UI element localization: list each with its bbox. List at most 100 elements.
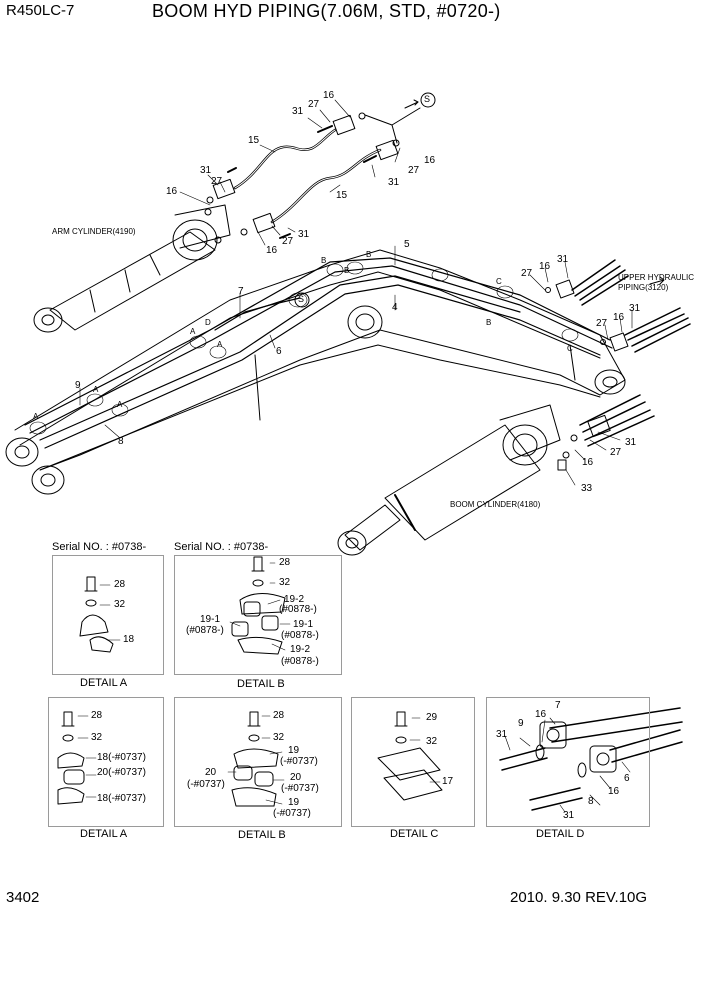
- d1a-18: 18: [123, 634, 135, 645]
- detail-b2-drawing: [227, 711, 285, 807]
- revision-date: 2010. 9.30 REV.10G: [510, 889, 648, 906]
- part-4: 4: [392, 302, 398, 313]
- part-31a: 31: [292, 106, 304, 117]
- d1b-19-1-left: 19-1: [200, 614, 221, 625]
- d2d-9: 9: [518, 718, 524, 729]
- d2b-20-right: 20: [290, 772, 302, 783]
- part-8: 8: [118, 436, 124, 447]
- part-31e: 31: [557, 254, 569, 265]
- d1b-19-2-bottom: 19-2: [290, 644, 311, 655]
- upper-right-fittings: [545, 259, 691, 353]
- boom-pipes: [24, 257, 613, 449]
- d2d-31: 31: [496, 729, 508, 740]
- d2d-6: 6: [624, 773, 630, 784]
- detail-b1-drawing: [229, 556, 291, 655]
- part-16f: 16: [613, 312, 625, 323]
- section-c-1: C: [496, 277, 502, 286]
- detail-frame-c: [351, 697, 475, 827]
- d1b-19-1-right-serial: (#0878-): [281, 630, 319, 641]
- section-b-2: B: [344, 266, 350, 275]
- part-33: 33: [581, 483, 593, 494]
- part-31g: 31: [625, 437, 637, 448]
- s-marker-label-1: S: [424, 94, 431, 104]
- s-circle-2: [294, 292, 310, 308]
- page-number: 3402: [6, 889, 40, 906]
- detail-b2-caption: DETAIL B: [238, 829, 286, 841]
- boom-cylinder-drawing: [337, 394, 655, 556]
- d2a-28: 28: [91, 710, 103, 721]
- d1b-19-1-right: 19-1: [293, 619, 314, 630]
- part-31c: 31: [200, 165, 212, 176]
- section-a-4: A: [190, 327, 196, 336]
- d1b-19-2-top-serial: (#0878-): [279, 604, 317, 615]
- detail-c-drawing: [377, 711, 443, 801]
- part-16a: 16: [323, 90, 335, 101]
- part-27e: 27: [521, 268, 533, 279]
- d1a-32: 32: [114, 599, 126, 610]
- boom-cylinder-label: BOOM CYLINDER(4180): [450, 500, 541, 509]
- d2c-29: 29: [426, 712, 438, 723]
- leader-lines: [79, 99, 633, 486]
- section-c-2: C: [567, 344, 573, 353]
- d1a-28: 28: [114, 579, 126, 590]
- d2d-16b: 16: [608, 786, 620, 797]
- d2b-19-top: 19: [288, 745, 300, 756]
- detail-b1-caption: DETAIL B: [237, 678, 285, 690]
- d2a-20: 20(-#0737): [97, 767, 146, 778]
- d1b-19-1-left-serial: (#0878-): [186, 625, 224, 636]
- part-27a: 27: [308, 99, 320, 110]
- d1b-32: 32: [279, 577, 291, 588]
- serial-label-2: Serial NO. : #0738-: [174, 541, 269, 553]
- d1b-19-2-top: 19-2: [284, 594, 305, 605]
- section-markers: [29, 261, 579, 435]
- part-16d: 16: [266, 245, 278, 256]
- d2b-20-left-serial: (-#0737): [187, 779, 225, 790]
- page-title: BOOM HYD PIPING(7.06M, STD, #0720-): [152, 1, 501, 21]
- d2b-28: 28: [273, 710, 285, 721]
- upper-hydraulic-label-2: PIPING(3120): [618, 283, 669, 292]
- s-marker-label-2: S: [298, 294, 305, 304]
- d2a-18-top: 18(-#0737): [97, 752, 146, 763]
- s-circle-1: [420, 92, 436, 108]
- d2b-19-top-serial: (-#0737): [280, 756, 318, 767]
- detail-d-caption: DETAIL D: [536, 828, 585, 840]
- part-27b: 27: [408, 165, 420, 176]
- d2d-7: 7: [555, 700, 561, 711]
- section-a-3: A: [117, 400, 123, 409]
- part-6: 6: [276, 346, 282, 357]
- boom-structure: [5, 249, 626, 495]
- detail-a2-caption: DETAIL A: [80, 828, 128, 840]
- detail-frame-a1: [52, 555, 164, 675]
- d1b-19-2-bottom-serial: (#0878-): [281, 656, 319, 667]
- detail-a1-caption: DETAIL A: [80, 677, 128, 689]
- d2b-19-bottom-serial: (-#0737): [273, 808, 311, 819]
- d2b-20-left: 20: [205, 767, 217, 778]
- detail-c-caption: DETAIL C: [390, 828, 439, 840]
- serial-label-1: Serial NO. : #0738-: [52, 541, 147, 553]
- part-16b: 16: [424, 155, 436, 166]
- d2b-32: 32: [273, 732, 285, 743]
- part-16g: 16: [582, 457, 594, 468]
- part-31f: 31: [629, 303, 641, 314]
- part-27g: 27: [610, 447, 622, 458]
- detail-frame-b2: [174, 697, 342, 827]
- part-31b: 31: [388, 177, 400, 188]
- section-a-5: A: [217, 340, 223, 349]
- detail-frame-d: [486, 697, 650, 827]
- upper-hoses: [206, 99, 421, 239]
- d1b-28: 28: [279, 557, 291, 568]
- section-a-2: A: [93, 385, 99, 394]
- part-5: 5: [404, 239, 410, 250]
- part-31d: 31: [298, 229, 310, 240]
- part-16c: 16: [166, 186, 178, 197]
- part-16e: 16: [539, 261, 551, 272]
- part-15a: 15: [248, 135, 260, 146]
- detail-frame-a2: [48, 697, 164, 827]
- section-b-3: B: [366, 250, 372, 259]
- d2c-17: 17: [442, 776, 454, 787]
- section-b-4: B: [486, 318, 492, 327]
- arm-cylinder-label: ARM CYLINDER(4190): [52, 227, 136, 236]
- upper-hydraulic-label-1: UPPER HYDRAULIC: [618, 273, 695, 282]
- d2a-18-bottom: 18(-#0737): [97, 793, 146, 804]
- part-7: 7: [238, 286, 244, 297]
